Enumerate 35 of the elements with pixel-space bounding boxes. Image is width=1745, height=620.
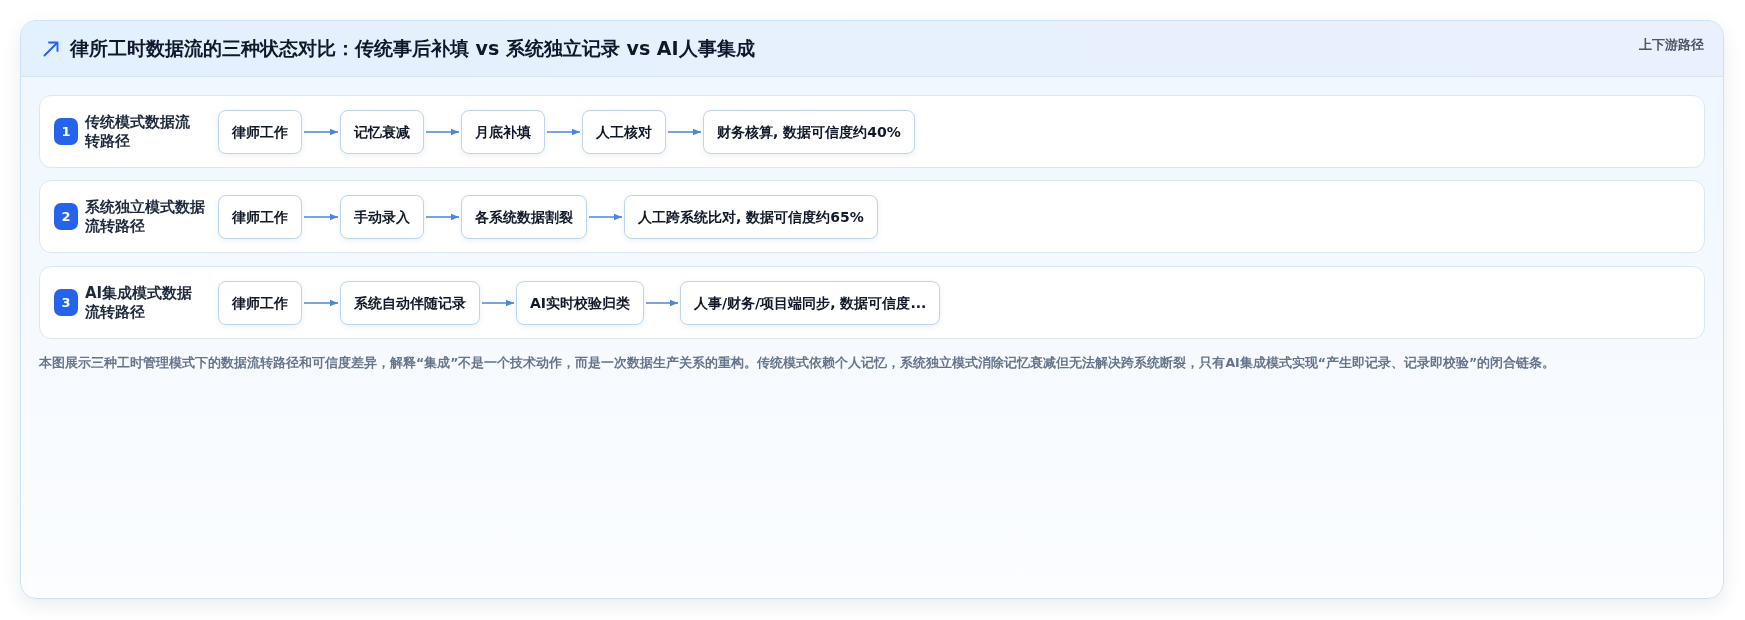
row-card: [39, 180, 1705, 253]
step-box: 人事/财务/项目端同步, 数据可信度...: [680, 281, 941, 325]
number-badge: 3: [54, 289, 78, 316]
row-card: [39, 266, 1705, 339]
row-label: 系统独立模式数据流转路径: [85, 197, 206, 236]
arrow: [481, 299, 515, 307]
step-box: 财务核算, 数据可信度约40%: [703, 110, 915, 154]
step-box: 人工核对: [582, 110, 666, 154]
number-badge: 2: [54, 203, 78, 230]
arrow: [303, 299, 339, 307]
caption: 本图展示三种工时管理模式下的数据流转路径和可信度差异，解释“集成”不是一个技术动作，而是一次数据生产关系的重构。传统模式依赖个人记忆，系统独立模式消除记忆衰减但无法解决跨系统断裂，只有AI集成模式实现“产生即记录、记录即校验”的闭合链条。: [39, 354, 1557, 372]
row-label: AI集成模式数据流转路径: [85, 283, 194, 322]
arrow: [303, 128, 339, 136]
step-box: 律师工作: [218, 110, 302, 154]
number-badge: 1: [54, 118, 78, 145]
step-box: 系统自动伴随记录: [340, 281, 480, 325]
step-box: 律师工作: [218, 281, 302, 325]
corner-label: 上下游路径: [1639, 36, 1704, 54]
step-box: 各系统数据割裂: [461, 195, 587, 239]
row-label: 传统模式数据流转路径: [85, 112, 191, 151]
arrow: [667, 128, 702, 136]
arrow: [588, 213, 623, 221]
arrow: [425, 128, 460, 136]
title: 律所工时数据流的三种状态对比：传统事后补填 vs 系统独立记录 vs AI人事集成: [70, 36, 755, 61]
arrow: [425, 213, 460, 221]
step-box: 手动录入: [340, 195, 424, 239]
step-box: AI实时校验归类: [516, 281, 645, 325]
arrow: [303, 213, 339, 221]
step-box: 月底补填: [461, 110, 545, 154]
step-box: 律师工作: [218, 195, 302, 239]
row-card: [39, 95, 1705, 168]
step-box: 人工跨系统比对, 数据可信度约65%: [624, 195, 878, 239]
arrow: [645, 299, 679, 307]
arrow: [546, 128, 581, 136]
step-box: 记忆衰减: [340, 110, 424, 154]
